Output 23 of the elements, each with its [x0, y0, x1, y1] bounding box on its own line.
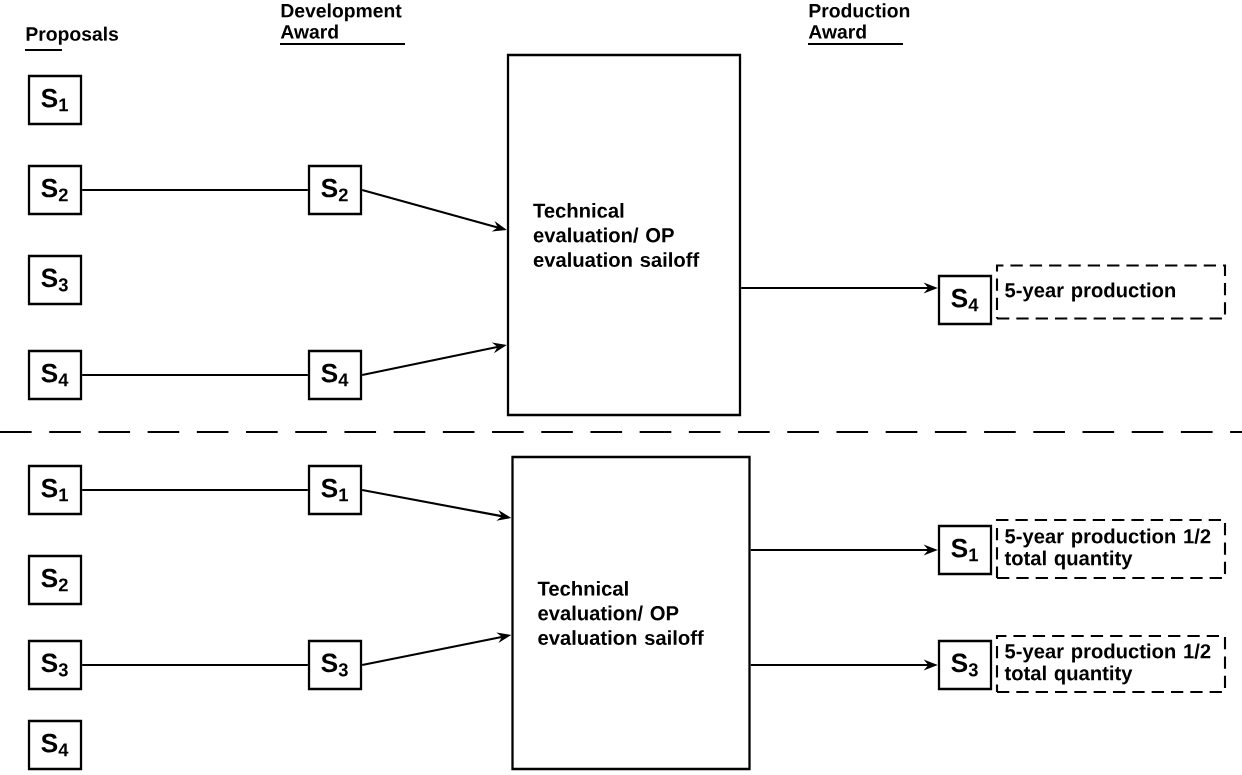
- production-box: 5-year production 1/2 total quantity: [995, 634, 1227, 694]
- supplier-box: S$_{4}$: [307, 349, 363, 401]
- column-heading: Development Award: [279, 3, 406, 45]
- supplier-box: S$_{3}$: [307, 639, 363, 691]
- column-heading: Proposals: [24, 26, 118, 51]
- supplier-box: S$_{1}$: [307, 464, 363, 516]
- evaluation-box: Technical evaluation/ OP evaluation sailoff: [511, 455, 751, 771]
- supplier-box: S$_{4}$: [27, 349, 83, 401]
- supplier-box: S$_{3}$: [937, 639, 993, 691]
- supplier-box: S$_{1}$: [27, 464, 83, 516]
- production-box: 5-year production: [995, 264, 1227, 320]
- production-box: 5-year production 1/2 total quantity: [995, 518, 1227, 580]
- column-heading: Production Award: [807, 3, 910, 45]
- supplier-box: S$_{4}$: [27, 719, 83, 771]
- supplier-box: S$_{2}$: [27, 164, 83, 216]
- supplier-box: S$_{3}$: [27, 639, 83, 691]
- supplier-box: S$_{1}$: [937, 524, 993, 576]
- supplier-box: S$_{2}$: [27, 554, 83, 606]
- evaluation-box: Technical evaluation/ OP evaluation sailoff: [506, 53, 742, 417]
- supplier-box: S$_{4}$: [937, 274, 993, 326]
- supplier-box: S$_{2}$: [307, 164, 363, 216]
- supplier-box: S$_{3}$: [27, 254, 83, 306]
- supplier-box: S$_{1}$: [27, 74, 83, 126]
